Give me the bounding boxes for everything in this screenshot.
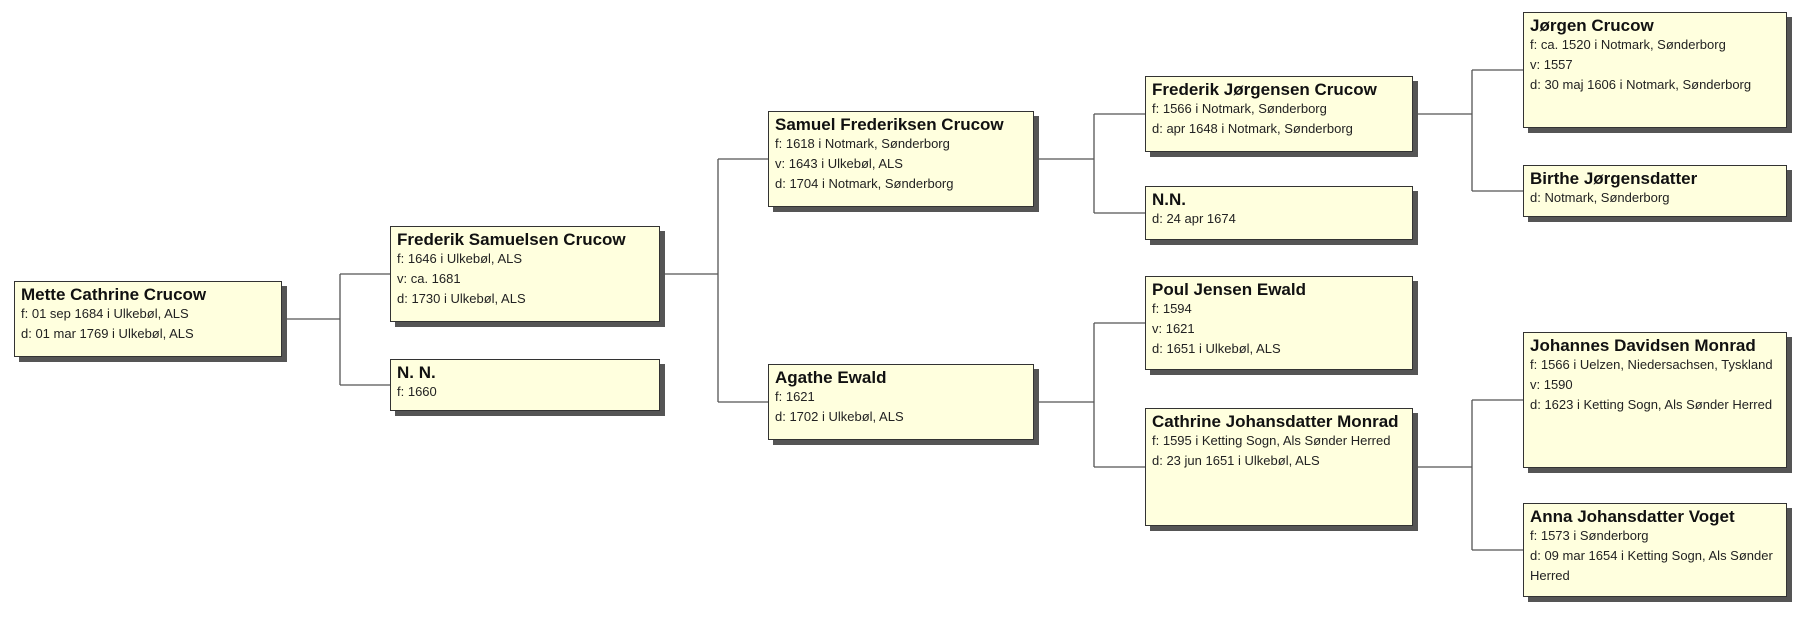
person-name: Birthe Jørgensdatter <box>1530 169 1698 188</box>
person-detail-line: v: 1590 <box>1530 377 1573 392</box>
person-box-cathrine-johansdatter-monrad[interactable]: Cathrine Johansdatter Monrad f: 1595 i Ke… <box>1145 408 1413 526</box>
person-detail-line: f: 1618 i Notmark, Sønderborg <box>775 136 950 151</box>
person-detail-line: d: 1702 i Ulkebøl, ALS <box>775 409 904 424</box>
person-detail-line: f: 1566 i Notmark, Sønderborg <box>1152 101 1327 116</box>
person-name: Jørgen Crucow <box>1530 16 1654 35</box>
person-detail-line: f: 1566 i Uelzen, Niedersachsen, Tysklan… <box>1530 357 1773 372</box>
person-detail-line: d: apr 1648 i Notmark, Sønderborg <box>1152 121 1353 136</box>
person-box-samuel-frederiksen-crucow[interactable]: Samuel Frederiksen Crucow f: 1618 i Notma… <box>768 111 1034 207</box>
person-detail-line: d: 23 jun 1651 i Ulkebøl, ALS <box>1152 453 1320 468</box>
person-box-poul-jensen-ewald[interactable]: Poul Jensen Ewald f: 1594 v: 1621 d: 1651 i… <box>1145 276 1413 370</box>
person-box-n-n-1660[interactable]: N. N. f: 1660 <box>390 359 660 411</box>
person-detail-line: f: 01 sep 1684 i Ulkebøl, ALS <box>21 306 189 321</box>
person-name: Agathe Ewald <box>775 368 887 387</box>
person-name: Cathrine Johansdatter Monrad <box>1152 412 1399 431</box>
person-box-frederik-samuelsen-crucow[interactable]: Frederik Samuelsen Crucow f: 1646 i Ulkeb… <box>390 226 660 322</box>
person-detail-line: f: 1595 i Ketting Sogn, Als Sønder Herre… <box>1152 433 1391 448</box>
person-name: Johannes Davidsen Monrad <box>1530 336 1756 355</box>
person-name: N. N. <box>397 363 436 382</box>
person-name: Samuel Frederiksen Crucow <box>775 115 1004 134</box>
person-detail-line: d: 1651 i Ulkebøl, ALS <box>1152 341 1281 356</box>
person-detail-line: f: 1621 <box>775 389 815 404</box>
person-detail-line: v: 1621 <box>1152 321 1195 336</box>
person-detail-line: d: 09 mar 1654 i Ketting Sogn, Als Sønde… <box>1530 548 1773 583</box>
person-detail-line: f: 1660 <box>397 384 437 399</box>
person-name: N.N. <box>1152 190 1186 209</box>
person-detail-line: d: 01 mar 1769 i Ulkebøl, ALS <box>21 326 194 341</box>
person-detail-line: v: ca. 1681 <box>397 271 461 286</box>
person-box-n-n-1674[interactable]: N.N. d: 24 apr 1674 <box>1145 186 1413 240</box>
person-box-anna-johansdatter-voget[interactable]: Anna Johansdatter Voget f: 1573 i Sønderb… <box>1523 503 1787 597</box>
person-box-mette-cathrine-crucow[interactable]: Mette Cathrine Crucow f: 01 sep 1684 i Ul… <box>14 281 282 357</box>
person-detail-line: f: ca. 1520 i Notmark, Sønderborg <box>1530 37 1726 52</box>
person-detail-line: d: 1704 i Notmark, Sønderborg <box>775 176 954 191</box>
person-name: Mette Cathrine Crucow <box>21 285 207 304</box>
person-detail-line: d: 24 apr 1674 <box>1152 211 1236 226</box>
person-detail-line: d: 1730 i Ulkebøl, ALS <box>397 291 526 306</box>
person-detail-line: f: 1646 i Ulkebøl, ALS <box>397 251 523 266</box>
person-name: Frederik Samuelsen Crucow <box>397 230 626 249</box>
person-name: Poul Jensen Ewald <box>1152 280 1306 299</box>
person-detail-line: d: 1623 i Ketting Sogn, Als Sønder Herre… <box>1530 397 1773 412</box>
person-name: Frederik Jørgensen Crucow <box>1152 80 1377 99</box>
person-box-johannes-davidsen-monrad[interactable]: Johannes Davidsen Monrad f: 1566 i Uelzen… <box>1523 332 1787 468</box>
person-box-agathe-ewald[interactable]: Agathe Ewald f: 1621 d: 1702 i Ulkebøl, AL… <box>768 364 1034 440</box>
person-detail-line: v: 1557 <box>1530 57 1573 72</box>
person-name: Anna Johansdatter Voget <box>1530 507 1735 526</box>
person-detail-line: d: 30 maj 1606 i Notmark, Sønderborg <box>1530 77 1752 92</box>
person-box-birthe-jorgensdatter[interactable]: Birthe Jørgensdatter d: Notmark, Sønderbo… <box>1523 165 1787 217</box>
person-detail-line: d: Notmark, Sønderborg <box>1530 190 1670 205</box>
person-box-frederik-jorgensen-crucow[interactable]: Frederik Jørgensen Crucow f: 1566 i Notma… <box>1145 76 1413 152</box>
person-detail-line: v: 1643 i Ulkebøl, ALS <box>775 156 903 171</box>
person-detail-line: f: 1594 <box>1152 301 1192 316</box>
person-box-jorgen-crucow[interactable]: Jørgen Crucow f: ca. 1520 i Notmark, Sønd… <box>1523 12 1787 128</box>
person-detail-line: f: 1573 i Sønderborg <box>1530 528 1649 543</box>
